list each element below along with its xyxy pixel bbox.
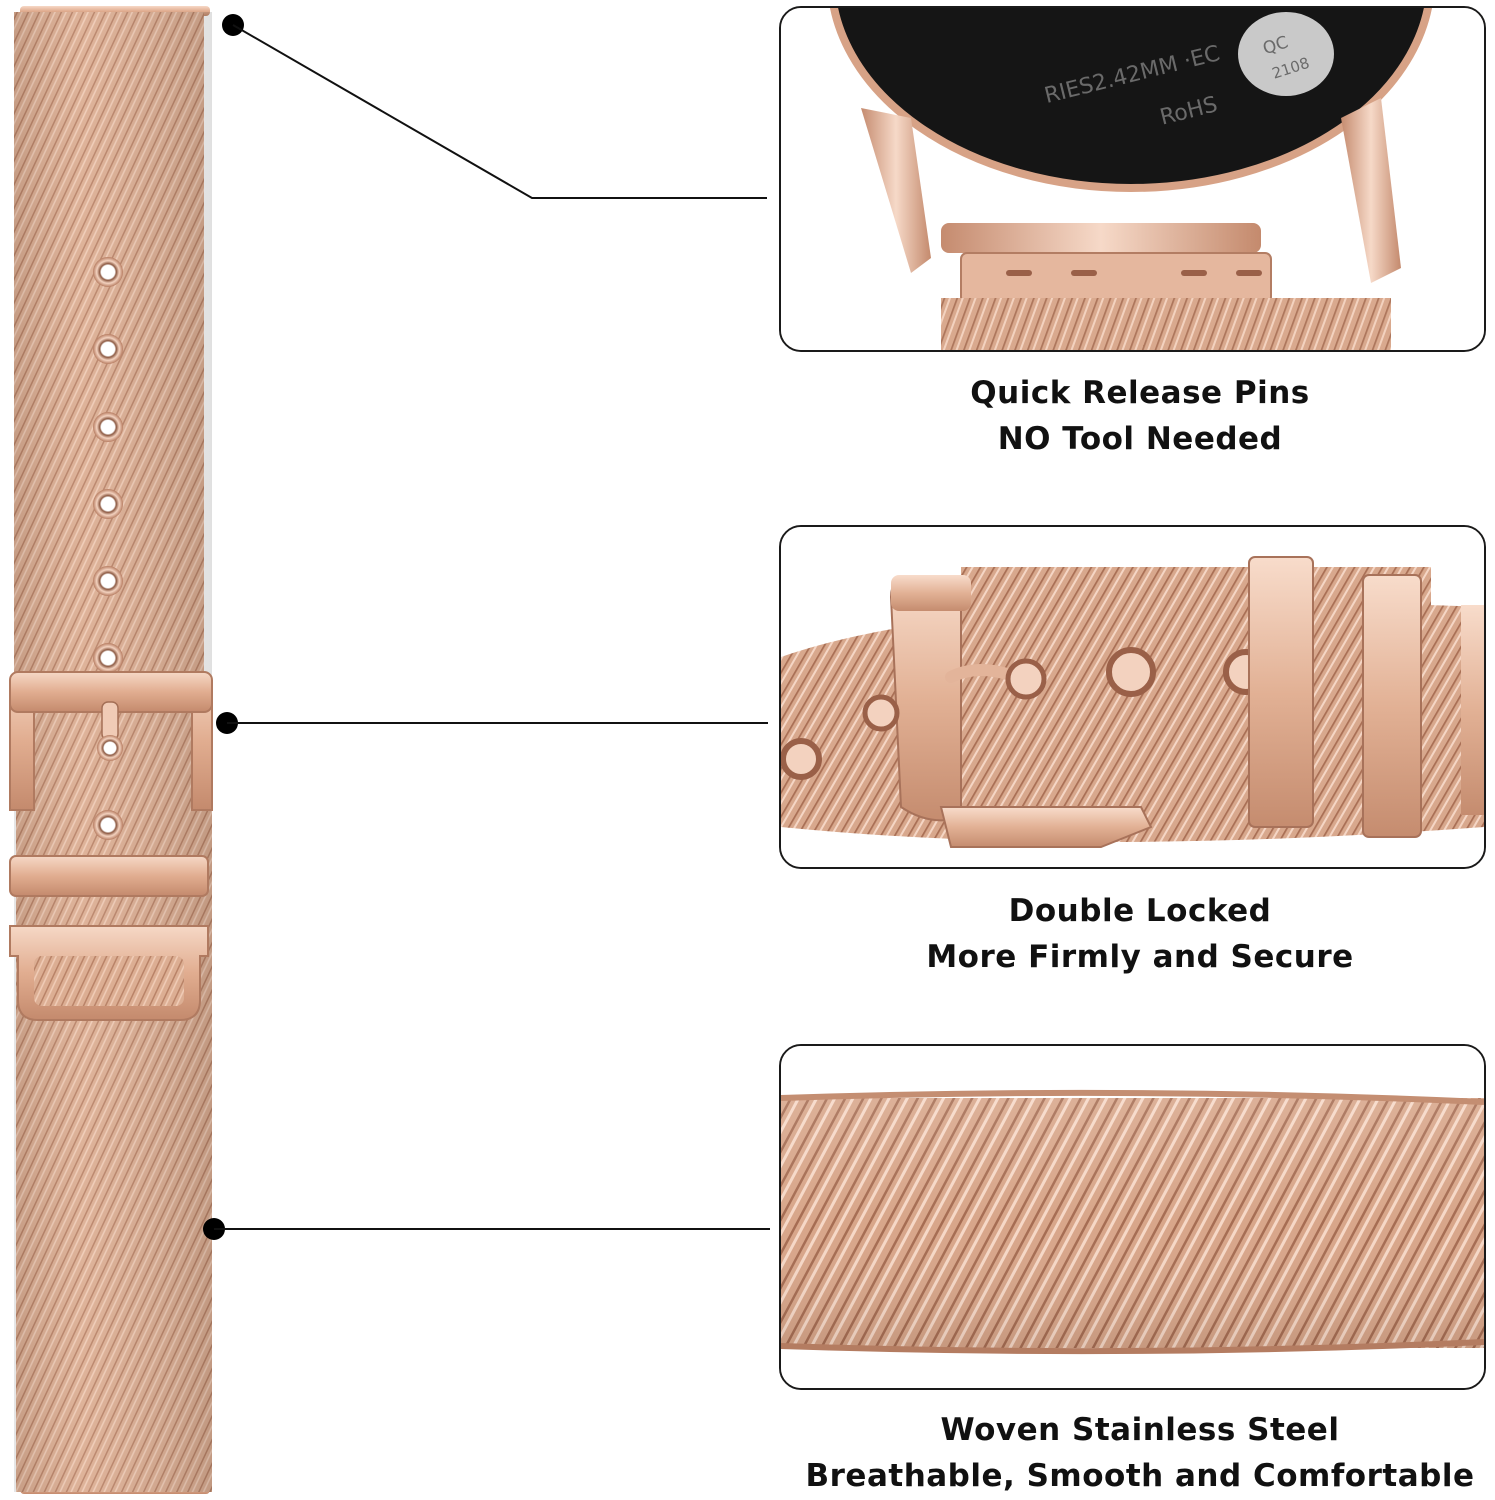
caption-double-locked-line1: Double Locked xyxy=(1008,893,1272,929)
caption-quick-release-line2: NO Tool Needed xyxy=(997,421,1283,457)
strap-buckle xyxy=(9,671,213,811)
strap-keepers xyxy=(9,855,209,1021)
caption-double-locked-line2: More Firmly and Secure xyxy=(926,939,1354,975)
callout-woven-steel xyxy=(203,1218,770,1240)
caption-quick-release: Quick Release Pins NO Tool Needed xyxy=(779,370,1495,462)
quick-release-closeup: QC 2108 RIES2.42MM ·EC RoHS xyxy=(779,6,1486,352)
buckle-closeup xyxy=(779,525,1486,869)
mesh-closeup xyxy=(779,1044,1486,1390)
caption-woven-steel-line1: Woven Stainless Steel xyxy=(940,1412,1340,1448)
caption-woven-steel-line2: Breathable, Smooth and Comfortable xyxy=(805,1458,1475,1494)
callout-double-locked xyxy=(216,712,768,734)
caption-quick-release-line1: Quick Release Pins xyxy=(970,375,1310,411)
qc-sticker: QC 2108 xyxy=(1238,12,1334,96)
caption-woven-steel: Woven Stainless Steel Breathable, Smooth… xyxy=(779,1407,1495,1499)
callout-quick-release xyxy=(222,14,767,199)
caption-double-locked: Double Locked More Firmly and Secure xyxy=(779,888,1495,980)
strap-holes xyxy=(93,257,123,840)
